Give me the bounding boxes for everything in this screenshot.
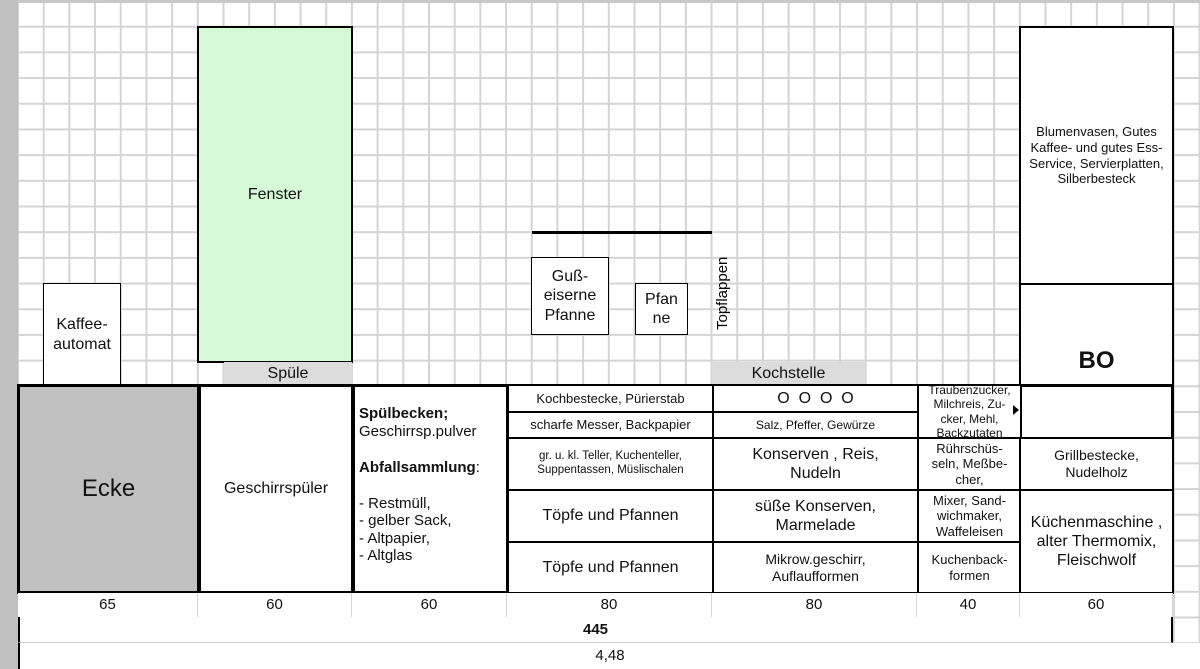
drawer-toepfe-1[interactable]: Töpfe und Pfannen: [507, 489, 714, 543]
drawer-gewuerze[interactable]: Salz, Pfeffer, Gewürze: [712, 411, 919, 439]
abfall-title: Abfallsammlung: [359, 459, 476, 476]
kochstelle-label: Kochstelle: [712, 362, 865, 385]
total-width-cell[interactable]: 445: [18, 617, 1173, 643]
geschirrspueler-label: Geschirrspüler: [223, 480, 329, 498]
drawer-mixer[interactable]: Mixer, Sand-wichmaker, Waffeleisen: [917, 489, 1022, 543]
hochschrank-oben-text: Blumenvasen, Gutes Kaffee- und gutes Ess…: [1029, 124, 1164, 187]
width-cell[interactable]: 65: [18, 593, 198, 617]
drawer-text: gr. u. kl. Teller, Kuchenteller, Suppent…: [537, 450, 684, 476]
drawer-text: süße Konserven, Marmelade: [755, 497, 876, 534]
fenster-window[interactable]: Fenster: [197, 26, 353, 363]
drawer-text: Traubenzucker, Milchreis, Zu-cker, Mehl,…: [928, 384, 1011, 439]
drawer-text: Kochbestecke, Pürierstab: [536, 390, 685, 406]
spuelbecken-title: Spülbecken;: [359, 405, 449, 422]
width-cell[interactable]: 80: [507, 593, 712, 617]
gusspfanne-box[interactable]: Guß- eiserne Pfanne: [531, 257, 609, 335]
kaffeeautomat-box[interactable]: Kaffee- automat: [43, 283, 121, 386]
drawer-kochbestecke[interactable]: Kochbestecke, Pürierstab: [507, 384, 714, 413]
drawer-text: Töpfe und Pfannen: [542, 507, 679, 525]
row-header-bar: [0, 0, 18, 669]
drawer-backzutaten[interactable]: Traubenzucker, Milchreis, Zu-cker, Mehl,…: [917, 384, 1022, 439]
drawer-konserven[interactable]: Konserven , Reis, Nudeln: [712, 437, 919, 491]
drawer-text: Rührschüs-seln, Meßbe-cher,: [931, 440, 1008, 487]
width-cell[interactable]: 40: [917, 593, 1020, 617]
abfall-colon: :: [475, 459, 480, 476]
spuelbecken-text: Geschirrsp.pulver: [359, 423, 477, 440]
drawer-text: Grillbestecke, Nudelholz: [1054, 447, 1139, 480]
kaffeeautomat-label: Kaffee- automat: [53, 316, 111, 353]
hochschrank-oben[interactable]: Blumenvasen, Gutes Kaffee- und gutes Ess…: [1019, 26, 1174, 285]
fenster-label: Fenster: [247, 185, 303, 203]
spuelbecken-cell[interactable]: Spülbecken; Geschirrsp.pulver Abfallsamm…: [352, 384, 509, 594]
drawer-mikrow[interactable]: Mikrow.geschirr, Auflaufformen: [712, 541, 919, 594]
column-header-bar: [0, 0, 1200, 3]
pfanne-box[interactable]: Pfan ne: [635, 283, 688, 335]
drawer-suesse-konserven[interactable]: süße Konserven, Marmelade: [712, 489, 919, 543]
burner-icons: O O O O: [777, 389, 854, 407]
geschirrspueler-cell[interactable]: Geschirrspüler: [198, 384, 354, 594]
drawer-messer[interactable]: scharfe Messer, Backpapier: [507, 411, 714, 439]
overflow-arrow-icon: [1013, 405, 1019, 415]
drawer-text: Kuchenback-formen: [931, 551, 1008, 583]
drawer-grillbestecke[interactable]: Grillbestecke, Nudelholz: [1019, 437, 1174, 491]
gusspfanne-label: Guß- eiserne Pfanne: [543, 268, 597, 324]
spuelbecken-content: Spülbecken; Geschirrsp.pulver Abfallsamm…: [359, 405, 480, 564]
drawer-text: Mikrow.geschirr, Auflaufformen: [765, 550, 866, 584]
drawer-text: Töpfe und Pfannen: [542, 558, 679, 576]
spuele-label: Spüle: [224, 362, 352, 385]
topflappen-label: Topflappen: [714, 256, 731, 330]
pfanne-label: Pfan ne: [645, 290, 678, 327]
drawer-text: scharfe Messer, Backpapier: [530, 417, 691, 433]
drawer-text: Konserven , Reis, Nudeln: [752, 445, 879, 482]
drawer-text: Salz, Pfeffer, Gewürze: [755, 417, 876, 432]
drawer-teller[interactable]: gr. u. kl. Teller, Kuchenteller, Suppent…: [507, 437, 714, 491]
drawer-toepfe-2[interactable]: Töpfe und Pfannen: [507, 541, 714, 594]
drawer-ruehrschuesseln[interactable]: Rührschüs-seln, Meßbe-cher,: [917, 437, 1022, 491]
width-cell[interactable]: 60: [1020, 593, 1173, 617]
drawer-text: Mixer, Sand-wichmaker, Waffeleisen: [933, 492, 1006, 539]
width-cell[interactable]: 60: [198, 593, 352, 617]
drawer-text: Küchenmaschine , alter Thermomix, Fleisc…: [1030, 513, 1163, 570]
ecke-cell[interactable]: Ecke: [17, 384, 200, 594]
drawer-kuechenmaschine[interactable]: Küchenmaschine , alter Thermomix, Fleisc…: [1019, 489, 1174, 594]
ecke-label: Ecke: [81, 474, 136, 502]
width-cell[interactable]: 80: [712, 593, 917, 617]
abfall-items: - Restmüll, - gelber Sack, - Altpapier, …: [359, 495, 452, 564]
herd-burners[interactable]: O O O O: [712, 384, 919, 413]
width-cell[interactable]: 60: [352, 593, 507, 617]
total-meters-cell[interactable]: 4,48: [18, 643, 1200, 669]
bo-label: BO: [1078, 346, 1115, 374]
shelf-line: [532, 231, 712, 234]
drawer-kuchenbackformen[interactable]: Kuchenback-formen: [917, 541, 1022, 594]
